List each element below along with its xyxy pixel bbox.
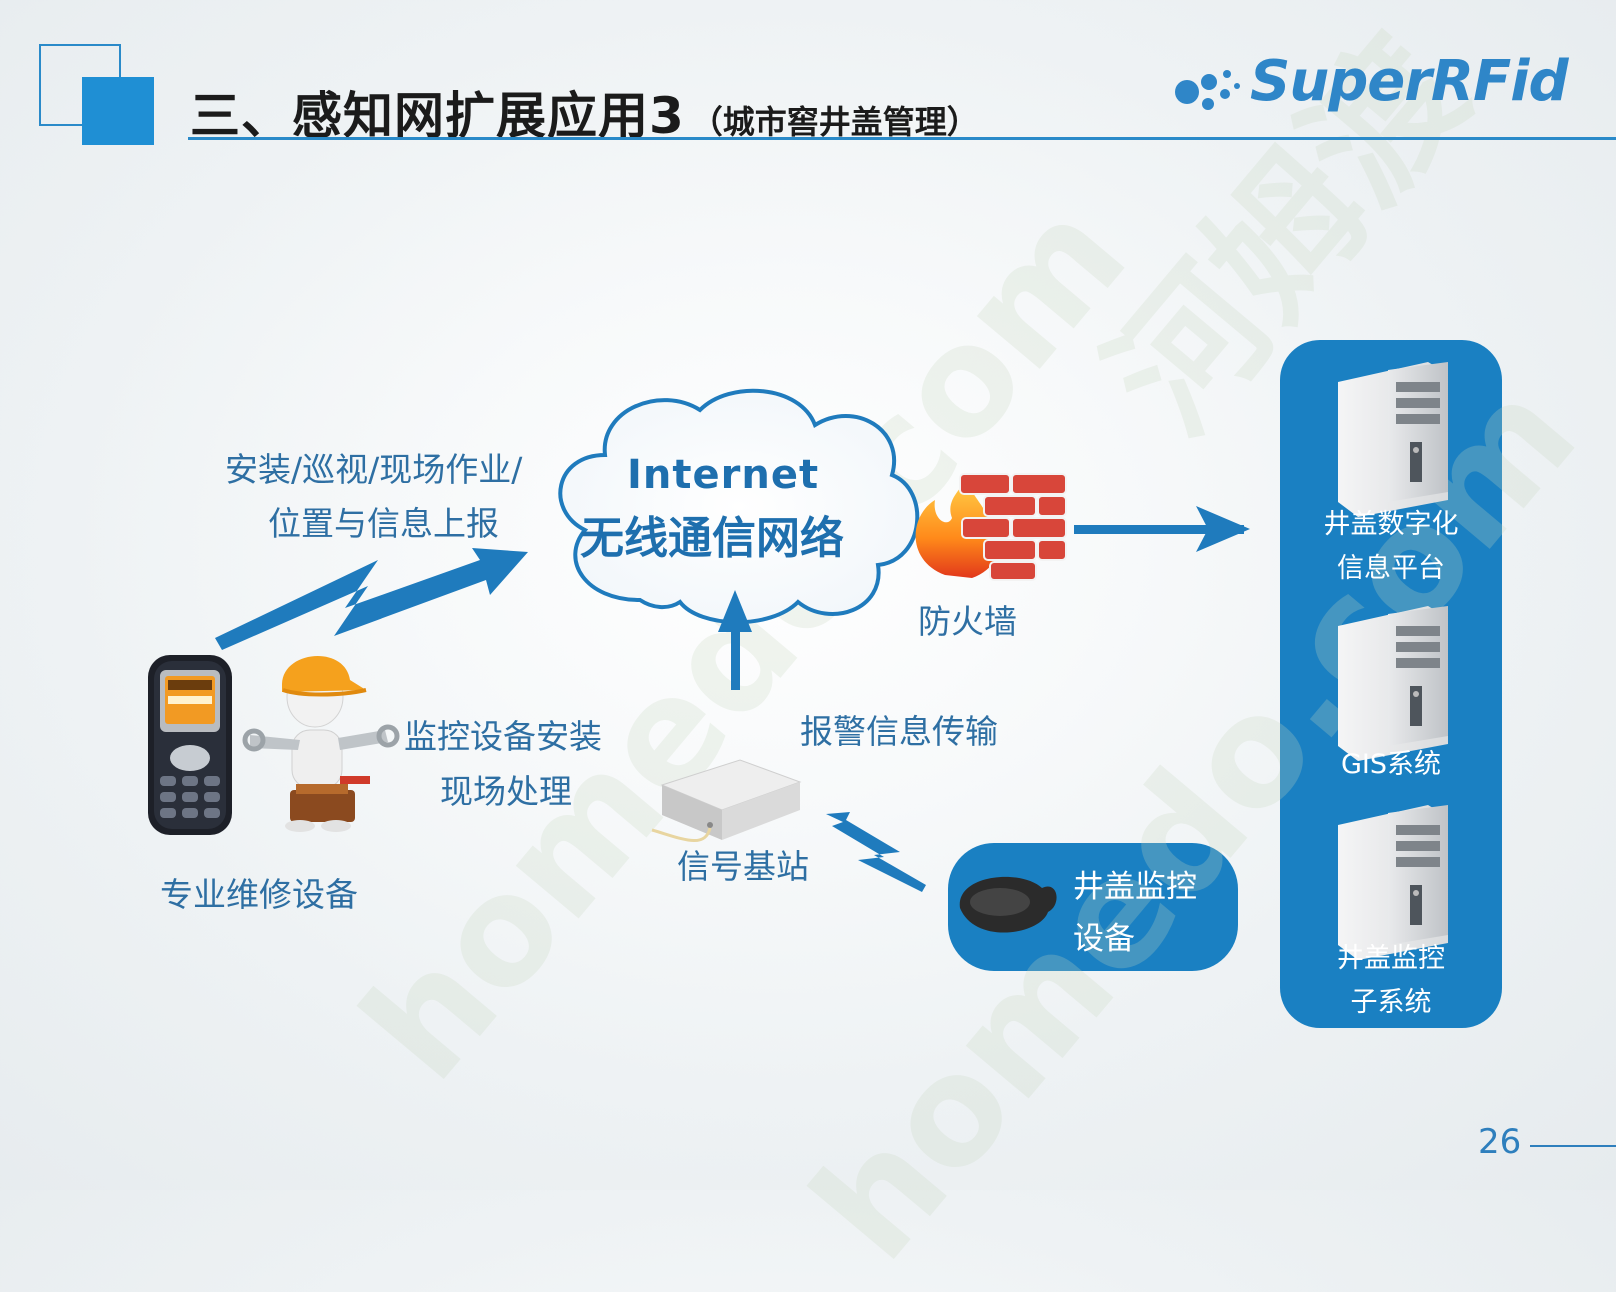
server-label-monitor: 井盖监控 子系统 bbox=[1280, 937, 1502, 1025]
header-rule bbox=[188, 137, 1616, 140]
upload-label-line2: 位置与信息上报 bbox=[268, 504, 499, 543]
install-label-line2: 现场处理 bbox=[440, 772, 572, 811]
server-icon bbox=[1338, 606, 1448, 761]
header-decor-square bbox=[82, 77, 154, 145]
rfid-tag-icon bbox=[959, 876, 1057, 933]
alarm-label: 报警信息传输 bbox=[800, 712, 998, 751]
network-diagram bbox=[148, 362, 1448, 960]
cloud-label-cn: 无线通信网络 bbox=[580, 513, 844, 564]
install-label-line1: 监控设备安装 bbox=[404, 717, 602, 756]
firewall-icon bbox=[915, 473, 1067, 581]
worker-icon bbox=[242, 656, 400, 832]
alarm-arrow-shaft bbox=[731, 630, 740, 690]
cloud-icon bbox=[558, 388, 920, 625]
server-label-line: 子系统 bbox=[1350, 987, 1432, 1018]
wireless-uplink-arrow-icon bbox=[215, 548, 528, 650]
server-label-gis: GIS系统 bbox=[1280, 743, 1502, 787]
server-label-line: 井盖监控 bbox=[1337, 943, 1445, 974]
firewall-arrow-head-icon bbox=[1196, 506, 1250, 552]
logo-dots-icon bbox=[1175, 70, 1240, 110]
page-number: 26 bbox=[1478, 1122, 1522, 1162]
server-label-line: 井盖数字化 bbox=[1323, 509, 1459, 540]
server-label-line: GIS系统 bbox=[1340, 749, 1442, 780]
page-number-rule bbox=[1530, 1145, 1616, 1147]
tag-signal-arrow-icon bbox=[826, 812, 926, 892]
server-label-line: 信息平台 bbox=[1337, 553, 1445, 584]
monitor-device-label-line2: 设备 bbox=[1073, 921, 1135, 957]
logo: SuperRFid bbox=[1250, 49, 1569, 114]
cloud-label-en: Internet bbox=[627, 452, 820, 498]
upload-label-line1: 安装/巡视/现场作业/ bbox=[225, 450, 523, 489]
mobile-phone-icon bbox=[148, 655, 232, 835]
alarm-arrow-head-icon bbox=[718, 590, 752, 632]
server-icon bbox=[1338, 362, 1448, 517]
firewall-arrow-shaft bbox=[1074, 525, 1244, 534]
monitor-device-label-line1: 井盖监控 bbox=[1073, 869, 1197, 905]
title-sub: （城市窖井盖管理） bbox=[690, 103, 979, 141]
maintenance-device-label: 专业维修设备 bbox=[160, 875, 358, 914]
server-icon bbox=[1338, 805, 1448, 960]
server-label-platform: 井盖数字化 信息平台 bbox=[1280, 503, 1502, 591]
base-station-icon bbox=[651, 759, 802, 843]
page-title: 三、感知网扩展应用3（城市窖井盖管理） bbox=[190, 76, 979, 148]
title-main: 三、感知网扩展应用3 bbox=[190, 87, 685, 145]
firewall-label: 防火墙 bbox=[918, 602, 1017, 641]
base-station-label: 信号基站 bbox=[677, 847, 809, 886]
